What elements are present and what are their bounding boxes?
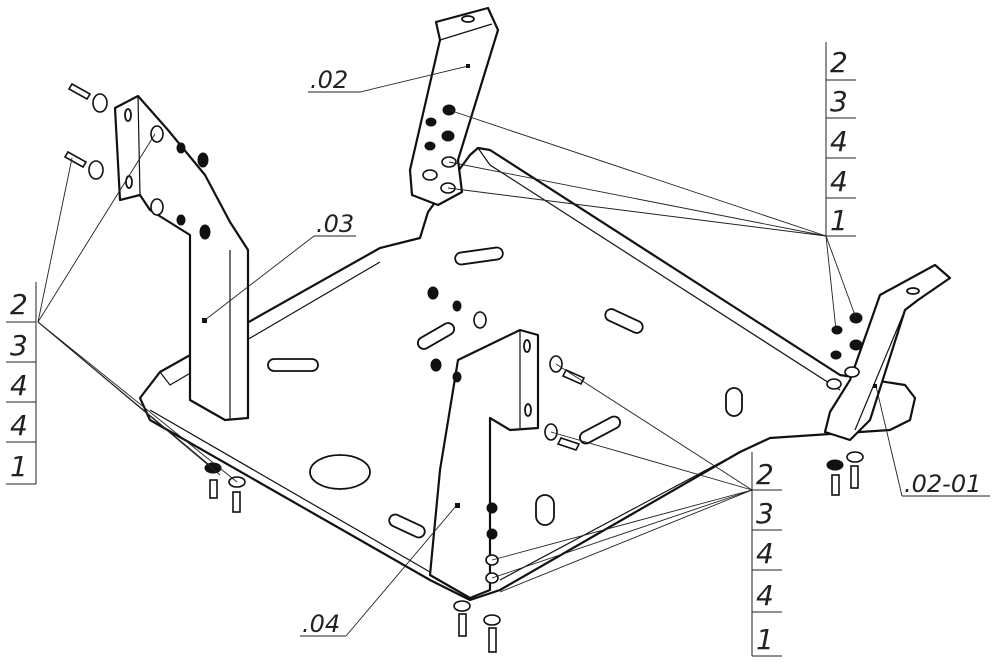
stack-item: 1: [830, 204, 848, 237]
callout-stack-left: 2 3 4 4 1: [6, 282, 37, 485]
round-hole: [309, 454, 371, 490]
stack-item: 4: [756, 537, 774, 570]
stack-item: 4: [756, 579, 774, 612]
stack-item: 4: [830, 125, 848, 158]
stack-item: 1: [756, 623, 774, 656]
stack-item: 2: [10, 288, 28, 321]
stack-item: 4: [830, 165, 848, 198]
slot-hole: [535, 494, 555, 526]
bracket-03: [113, 94, 250, 422]
bolt-vertical: [228, 476, 246, 513]
fasteners: [63, 82, 864, 653]
slot-hole: [416, 322, 456, 350]
stack-item: 2: [756, 458, 774, 491]
slot-hole: [454, 246, 504, 266]
callout-stack-right-top: 2 3 4 4 1: [825, 42, 856, 237]
bracket-04: [428, 328, 540, 600]
part-labels: .02 .03 .04 .02-01: [302, 66, 981, 638]
stack-item: 3: [10, 329, 28, 362]
slot-hole: [388, 513, 426, 539]
slot-hole: [267, 358, 319, 372]
label-part-04: .04: [302, 610, 340, 638]
slot-hole: [604, 308, 644, 334]
slot-hole: [725, 387, 743, 417]
label-part-02-01: .02-01: [904, 470, 981, 498]
label-part-03: .03: [316, 210, 354, 238]
stack-item: 4: [10, 409, 28, 442]
stack-item: 3: [756, 497, 774, 530]
label-part-02: .02: [310, 66, 348, 94]
stack-item: 3: [830, 85, 848, 118]
bracket-02-01: [823, 263, 952, 442]
bolt: [63, 150, 104, 180]
stack-item: 4: [10, 369, 28, 402]
callout-stack-bottom-right: 2 3 4 4 1: [751, 452, 782, 657]
leader-lines: [37, 65, 990, 637]
stack-item: 2: [830, 46, 848, 79]
bolt-vertical: [204, 462, 222, 499]
bolt: [67, 82, 108, 113]
stack-item: 1: [10, 450, 28, 483]
